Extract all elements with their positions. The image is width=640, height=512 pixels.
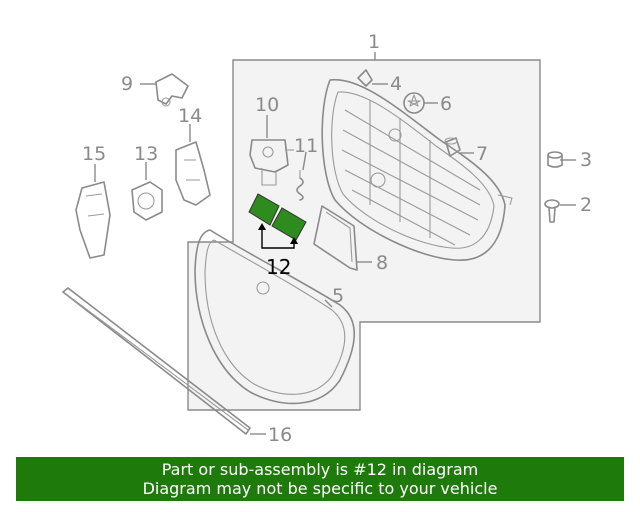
callout-11: 11: [294, 135, 318, 157]
grille-frame-part-5: [194, 229, 356, 405]
callout-13: 13: [134, 143, 158, 165]
callout-7: 7: [476, 143, 488, 165]
bracket-part-15: [75, 181, 111, 259]
callout-10: 10: [255, 94, 279, 116]
callout-6: 6: [440, 93, 452, 115]
screw-part-2: [544, 199, 560, 223]
molding-strip-part-16: [62, 287, 251, 435]
clip-part-4: [357, 69, 373, 87]
bracket-part-9: [155, 73, 189, 107]
sensor-part-13: [131, 181, 163, 221]
callout-1: 1: [368, 31, 380, 53]
bracket-part-12: [248, 193, 307, 241]
banner-line-1: Part or sub-assembly is #12 in diagram: [161, 460, 479, 479]
spring-part-11: [296, 170, 304, 201]
bracket-part-14: [175, 141, 211, 206]
callout-8: 8: [376, 252, 388, 274]
assembly-panel: [187, 59, 541, 411]
callout-4: 4: [390, 73, 402, 95]
callout-2: 2: [580, 194, 592, 216]
banner-line-2: Diagram may not be specific to your vehi…: [142, 479, 498, 498]
cover-part-8: [313, 205, 358, 271]
callout-12: 12: [266, 255, 291, 279]
callout-9: 9: [121, 73, 133, 95]
bracket-left: [248, 193, 280, 226]
callout-5: 5: [332, 285, 344, 307]
callout-14: 14: [178, 105, 202, 127]
actuator-part-10: [249, 139, 294, 186]
callout-3: 3: [580, 149, 592, 171]
cap-part-7: [444, 137, 461, 157]
parts-diagram: 1 2 3 4 5 6 7 8 9 10 11 12 13 14 15 16: [62, 31, 592, 446]
callout-16: 16: [268, 424, 292, 446]
info-banner: Part or sub-assembly is #12 in diagram D…: [16, 457, 624, 501]
grille-assembly: [321, 78, 513, 261]
callout-15: 15: [82, 143, 106, 165]
bracket-right: [271, 207, 307, 241]
nut-part-3: [547, 151, 563, 168]
